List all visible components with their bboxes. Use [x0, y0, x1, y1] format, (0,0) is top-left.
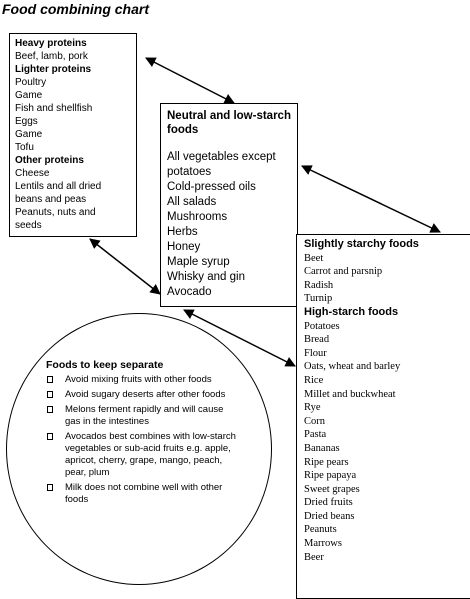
neutral-foods-box: Neutral and low-starch foods All vegetab…: [160, 103, 298, 307]
starch-item: Ripe pears: [304, 456, 349, 468]
neutral-item: potatoes: [167, 166, 212, 178]
other-proteins-heading: Other proteins: [15, 155, 84, 166]
square-bullet-icon: [47, 406, 53, 413]
protein-item: Beef, lamb, pork: [15, 51, 88, 62]
starch-item: Ripe papaya: [304, 470, 357, 482]
tip-item: Milk does not combine well with other fo…: [46, 482, 236, 506]
arrow-neutral-starch: [301, 165, 441, 233]
tip-item: Melons ferment rapidly and will cause ga…: [46, 404, 236, 428]
tip-text: Avoid sugary deserts after other foods: [65, 389, 226, 400]
neutral-item: All vegetables except: [167, 151, 276, 163]
starch-item: Bread: [304, 334, 330, 346]
starch-item: Potatoes: [304, 320, 340, 332]
protein-item: Peanuts, nuts and: [15, 207, 96, 218]
tip-item: Avoid mixing fruits with other foods: [46, 374, 236, 386]
starch-item: Radish: [304, 279, 334, 291]
tip-item: Avocados best combines with low-starch v…: [46, 431, 236, 479]
starch-item: Peanuts: [304, 524, 337, 536]
starch-item: Flour: [304, 347, 327, 359]
slightly-starchy-heading: Slightly starchy foods: [304, 238, 419, 250]
neutral-item: Whisky and gin: [167, 271, 245, 283]
starch-item: Carrot and parsnip: [304, 266, 383, 278]
square-bullet-icon: [47, 433, 53, 440]
starch-item: Beer: [304, 551, 324, 563]
protein-item: Eggs: [15, 116, 38, 127]
neutral-item: All salads: [167, 196, 217, 208]
neutral-item: Avocado: [167, 286, 212, 298]
starch-item: Corn: [304, 415, 325, 427]
neutral-item: Cold-pressed oils: [167, 181, 256, 193]
spacer: [167, 137, 291, 150]
protein-item: Fish and shellfish: [15, 103, 93, 114]
protein-item: Game: [15, 90, 43, 101]
protein-item: Lentils and all dried: [15, 181, 102, 192]
separate-foods-list: Foods to keep separate Avoid mixing frui…: [46, 359, 236, 509]
chart-title: Food combining chart: [2, 1, 149, 17]
starch-item: Bananas: [304, 442, 340, 454]
neutral-item: Herbs: [167, 226, 198, 238]
neutral-item: Honey: [167, 241, 201, 253]
protein-item: Game: [15, 129, 43, 140]
protein-item: beans and peas: [15, 194, 87, 205]
starch-item: Oats, wheat and barley: [304, 361, 401, 373]
starch-item: Millet and buckwheat: [304, 388, 396, 400]
neutral-heading: Neutral and low-starch: [167, 110, 291, 122]
lighter-proteins-heading: Lighter proteins: [15, 64, 92, 75]
tip-text: Avocados best combines with low-starch v…: [65, 431, 236, 478]
protein-item: Tofu: [15, 142, 34, 153]
heavy-proteins-heading: Heavy proteins: [15, 38, 87, 49]
starch-item: Dried beans: [304, 510, 355, 522]
tip-text: Milk does not combine well with other fo…: [65, 482, 223, 505]
arrow-proteins-neutral: [145, 57, 235, 104]
high-starch-heading: High-starch foods: [304, 305, 399, 318]
starchy-foods-box: Slightly starchy foods Beet Carrot and p…: [296, 234, 470, 599]
starch-item: Rye: [304, 402, 321, 414]
protein-item: Cheese: [15, 168, 50, 179]
proteins-box: Heavy proteins Beef, lamb, pork Lighter …: [9, 33, 137, 237]
starch-item: Marrows: [304, 538, 342, 550]
neutral-item: Mushrooms: [167, 211, 228, 223]
starch-item: Turnip: [304, 293, 333, 305]
starch-item: Pasta: [304, 429, 327, 441]
protein-item: seeds: [15, 220, 42, 231]
tip-text: Melons ferment rapidly and will cause ga…: [65, 404, 224, 427]
square-bullet-icon: [47, 484, 53, 491]
tip-text: Avoid mixing fruits with other foods: [65, 374, 212, 385]
square-bullet-icon: [47, 376, 53, 383]
starch-item: Rice: [304, 374, 324, 386]
protein-item: Poultry: [15, 77, 47, 88]
starch-item: Beet: [304, 252, 324, 264]
square-bullet-icon: [47, 391, 53, 398]
separate-heading: Foods to keep separate: [46, 359, 164, 371]
tip-item: Avoid sugary deserts after other foods: [46, 389, 236, 401]
neutral-heading-cont: foods: [167, 124, 199, 136]
separate-foods-circle: [6, 313, 272, 585]
neutral-item: Maple syrup: [167, 256, 230, 268]
starch-item: Sweet grapes: [304, 483, 360, 495]
starch-item: Dried fruits: [304, 497, 353, 509]
arrow-proteins-neutral-lower: [89, 238, 161, 295]
